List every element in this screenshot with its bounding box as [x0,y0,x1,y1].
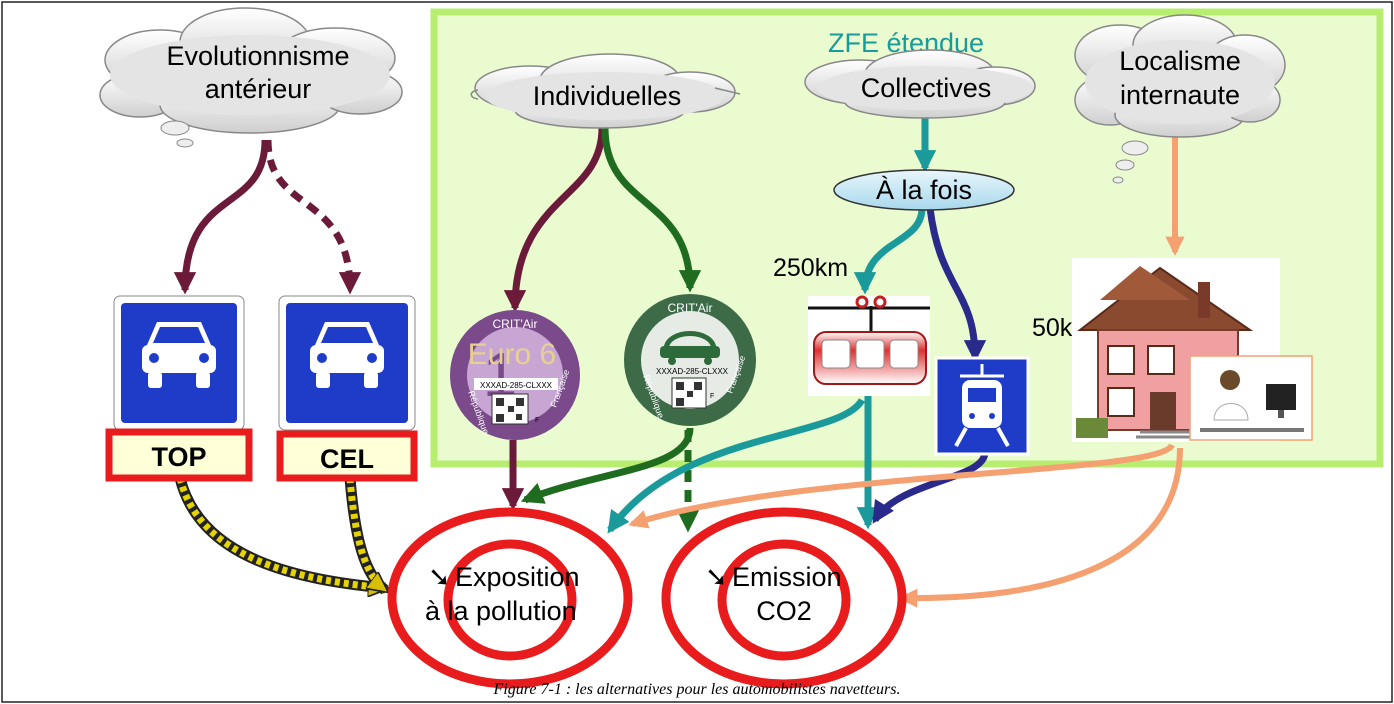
cloud-evolutionnisme-line2: antérieur [205,74,312,104]
a-la-fois-oval [833,169,1015,211]
tram-sign-icon [934,356,1030,456]
emission-line1: Emission [732,562,842,592]
cloud-localisme-line2: internaute [1120,80,1240,110]
electric-header: CRIT'Air [668,301,713,315]
euro6-flag: F [535,417,539,424]
figure-caption: Figure 7-1 : les alternatives pour les a… [493,681,901,698]
cloud-individuelles-label: Individuelles [533,81,682,111]
exposition-line2: à la pollution [425,596,577,626]
arrow-cablecar-to-exposition [607,397,866,534]
a-la-fois-label: À la fois [876,175,972,205]
arrow-individuelles-to-electric [601,127,702,293]
sign-top: TOP [105,295,253,482]
arrow-house-to-emission [898,447,1183,608]
arrow-tram-to-emission [872,451,989,524]
euro6-big-label: Euro 6 [468,338,556,371]
outcome-emission: ➘ Emission CO2 [661,507,907,689]
cloud-localisme: Localisme internaute [1074,14,1286,184]
electric-car-icon [660,331,720,365]
critair-euro6-sticker: CRIT'Air 1 Euro 6 XXXAD-285-CLXXX F Répu… [450,310,580,440]
arrow-top-to-exposition [176,477,385,588]
exposition-line1: Exposition [455,562,580,592]
arrow-cel-to-exposition [346,477,385,590]
arrow-house-to-exposition [628,443,1175,529]
arrow-alafois-to-tram [926,207,987,363]
exposition-arrow-glyph: ➘ [428,562,451,592]
cloud-individuelles: Individuelles [470,53,741,129]
sign-top-label: TOP [151,442,206,472]
outcome-exposition: ➘ Exposition à la pollution [387,507,633,689]
arrow-evolution-to-cel [264,139,362,295]
sign-cel: CEL [276,295,418,482]
cloud-evolutionnisme: Evolutionnisme antérieur [99,7,403,148]
distance-250km: 250km [773,254,848,282]
emission-line2: CO2 [756,596,812,626]
house-icon [1072,258,1313,442]
cloud-evolutionnisme-line1: Evolutionnisme [166,41,349,71]
critair-electric-sticker: CRIT'Air XXXAD-285-CLXXX F République Fr… [624,294,756,426]
electric-plate: XXXAD-285-CLXXX [656,367,729,376]
cloud-collectives: Collectives [804,49,1036,119]
sign-cel-label: CEL [320,444,374,474]
euro6-header: CRIT'Air [493,317,538,331]
cloud-collectives-label: Collectives [861,73,992,103]
euro6-plate: XXXAD-285-CLXXX [480,381,553,390]
arrow-individuelles-to-euro6 [503,127,606,313]
emission-arrow-glyph: ➘ [705,562,728,592]
arrow-evolution-to-top [173,139,269,295]
cable-car-icon [808,295,930,396]
arrow-alafois-to-cablecar [853,207,926,295]
cloud-localisme-line1: Localisme [1119,46,1241,76]
electric-flag: F [710,393,714,400]
